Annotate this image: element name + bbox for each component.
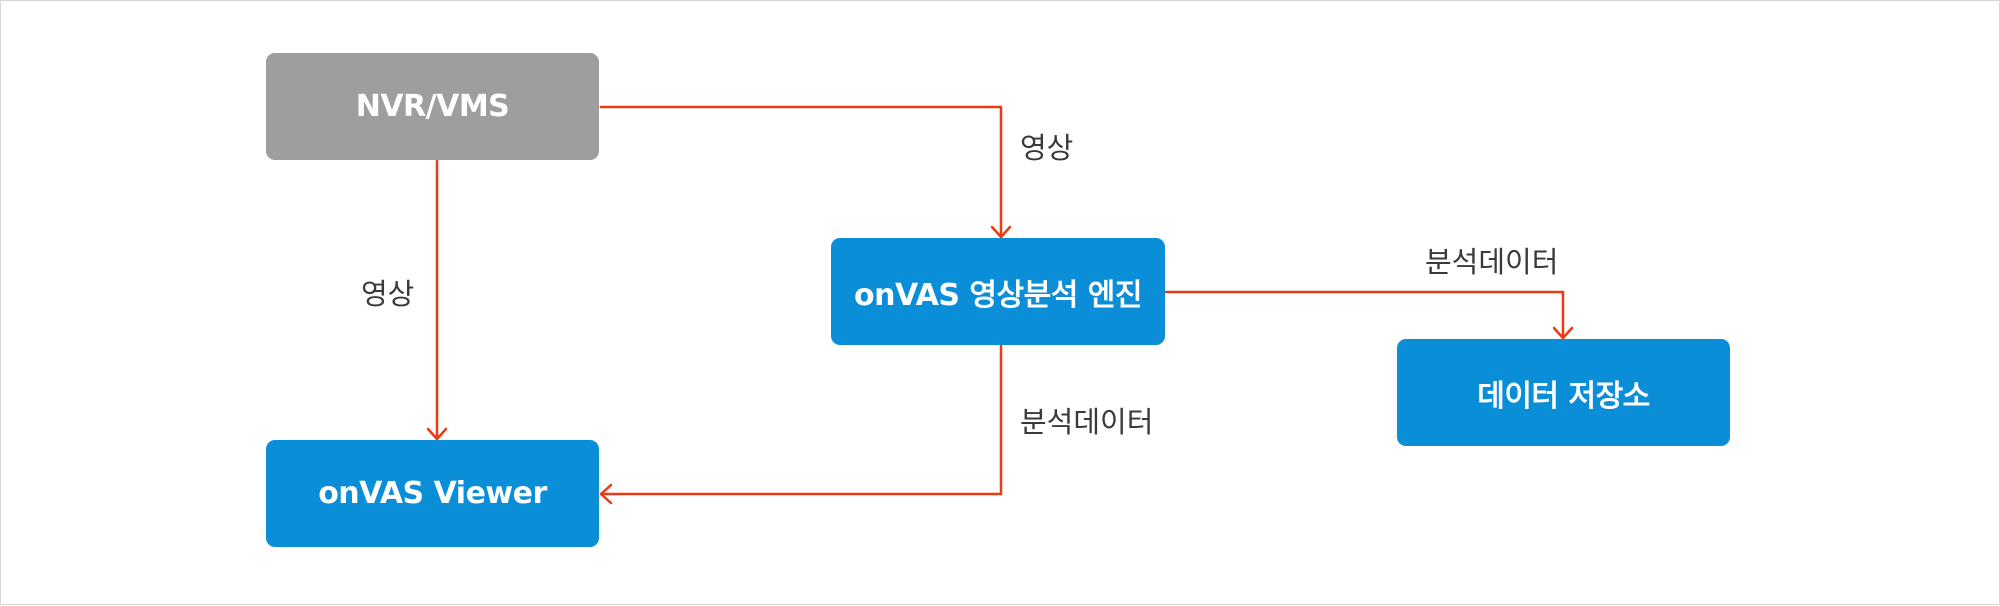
arrowhead-nvr-to-viewer [426,427,448,441]
data-storage-node: 데이터 저장소 [1397,339,1730,446]
connector-engine-to-storage [1163,290,1565,340]
edge-label-nvr-to-engine: 영상 [1020,131,1074,165]
arrowhead-engine-to-viewer [599,483,613,505]
onvas-engine-node: onVAS 영상분석 엔진 [831,238,1165,345]
connector-engine-to-viewer [599,343,1003,496]
edge-label-nvr-to-viewer: 영상 [361,277,415,311]
nvr-vms-label: NVR/VMS [355,89,510,124]
onvas-viewer-label: onVAS Viewer [318,476,547,511]
edge-label-engine-to-viewer: 분석데이터 [1020,405,1154,439]
onvas-engine-label: onVAS 영상분석 엔진 [854,277,1142,313]
arrowhead-nvr-to-engine [990,225,1012,239]
connector-nvr-to-engine [599,105,1003,239]
arrowhead-engine-to-storage [1552,326,1574,340]
data-storage-label: 데이터 저장소 [1477,378,1650,414]
edge-label-engine-to-storage: 분석데이터 [1425,245,1559,279]
onvas-viewer-node: onVAS Viewer [266,440,599,547]
nvr-vms-node: NVR/VMS [266,53,599,160]
